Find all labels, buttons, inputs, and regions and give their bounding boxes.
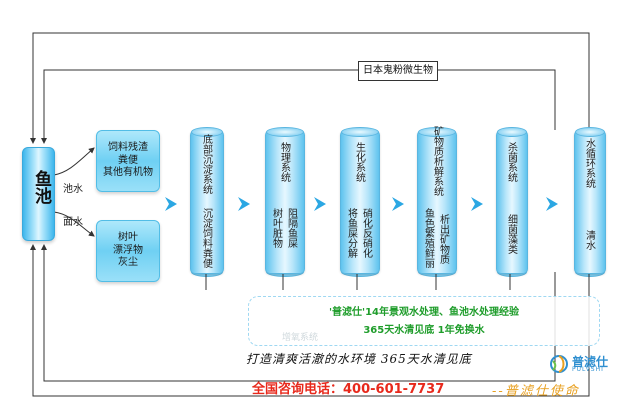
stage-sterilization [496,127,528,277]
brand-name-en: PULVSHI [572,366,604,373]
stage-biochemical-desc-2: 将鱼屎分解 [345,208,357,258]
organic-waste-line: 饲料残渣 [108,142,148,154]
surface-water-label: 面水 [63,217,83,228]
stage-mineral [417,127,457,277]
pond-water-label: 池水 [63,184,83,195]
chevron-right-icon [546,197,558,211]
floating-debris-box: 树叶 漂浮物 灰尘 [96,220,160,282]
stage-sterilization-title: 杀菌系统 [505,142,517,182]
chevron-right-icon [471,197,483,211]
stage-mineral-desc-1: 析出矿物质 [437,214,449,264]
stage-sedimentation [190,127,224,277]
chevron-right-icon [238,197,250,211]
stage-sedimentation-title: 底部沉淀系统 [200,134,212,194]
floating-debris-line: 灰尘 [118,257,138,269]
chevron-right-icon [314,197,326,211]
stage-circulation-desc: 清水 [583,230,595,250]
info-guarantee: 365天水清见底 1年免换水 [363,325,485,336]
organic-waste-line: 粪便 [118,154,138,166]
fish-pond-label: 鱼池 [31,170,51,204]
brand-logo: 普滤仕 PULVSHI [548,353,628,375]
info-panel: '普滤仕'14年景观水处理、鱼池水处理经验 365天水清见底 1年免换水 [248,296,600,346]
stage-circulation-title: 水循环系统 [583,138,595,188]
fish-pond: 鱼池 [22,147,55,241]
brand-swirl-icon [550,355,568,373]
brand-name-cn: 普滤仕 [572,355,609,369]
floating-debris-line: 漂浮物 [113,244,143,256]
chevron-right-icon [165,197,177,211]
floating-debris-line: 树叶 [118,232,138,244]
bacteria-line-left [41,69,358,144]
stage-biochemical-title: 生化系统 [353,142,365,182]
stage-biochemical [340,127,380,277]
arrow-to-bottom-box [53,211,95,237]
stage-biochemical-desc-1: 硝化反硝化 [360,208,372,258]
stage-physical-title: 物理系统 [278,142,290,182]
outer-return-line [30,32,590,144]
stage-physical-desc-2: 树叶脏物 [270,208,282,248]
bacteria-line-right [436,69,556,130]
stage-sterilization-desc: 细菌藻类 [505,214,517,254]
stage-mineral-title: 矿物质析解系统 [431,126,443,196]
stage-mineral-desc-2: 鱼色繁殖鲜丽 [422,208,434,268]
oxygen-system-watermark: 增氧系统 [282,333,319,343]
microbe-box: 日本鬼粉微生物 [358,61,438,81]
organic-waste-box: 饲料残渣 粪便 其他有机物 [96,130,160,192]
stage-physical-desc-1: 阻隔鱼屎 [285,208,297,248]
info-experience: '普滤仕'14年景观水处理、鱼池水处理经验 [328,307,520,318]
chevron-right-icon [392,197,404,211]
mission-tagline: --普滤仕使命 [492,384,580,399]
stage-sedimentation-desc: 沉淀饲料粪便 [200,208,212,268]
organic-waste-line: 其他有机物 [103,167,153,179]
slogan: 打造清爽活澈的水环境 365天水清见底 [246,352,472,366]
hotline: 全国咨询电话：400-601-7737 [252,382,445,397]
stage-physical [265,127,305,277]
arrow-to-top-box [53,147,95,176]
stage-circulation [574,127,606,277]
